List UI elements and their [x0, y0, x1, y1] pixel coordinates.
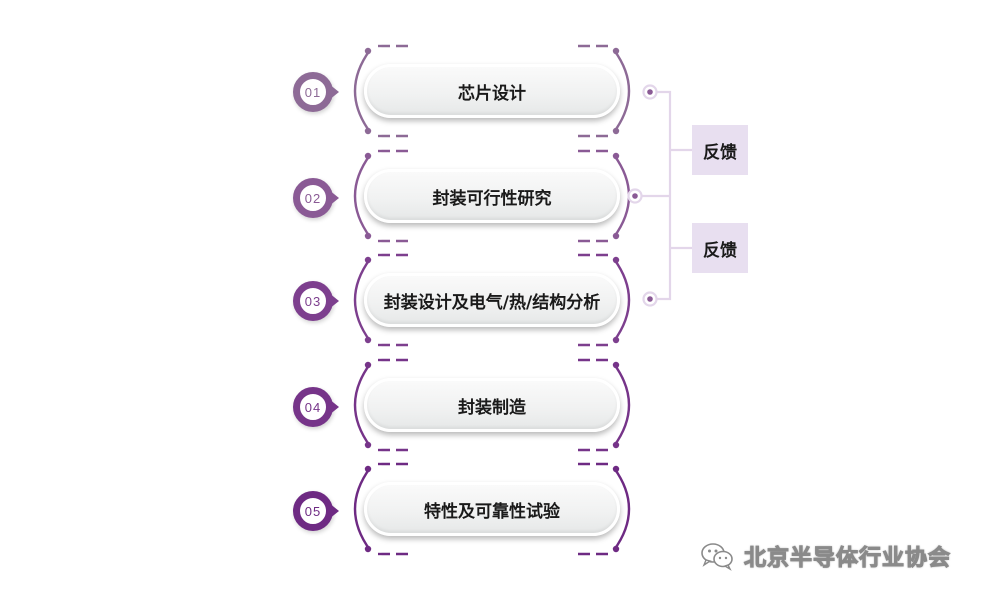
step-number: 02	[304, 190, 322, 206]
bracket-dot	[612, 545, 620, 553]
step-badge-04: 04	[293, 387, 341, 431]
step-pill-chip-design: 芯片设计	[364, 64, 620, 118]
connector-node-dot	[632, 193, 638, 199]
badge-circle: 05	[293, 491, 333, 531]
step-badge-01: 01	[293, 72, 341, 116]
bracket-dot	[612, 152, 620, 160]
step-label: 封装设计及电气/热/结构分析	[383, 292, 601, 313]
step-label: 封装可行性研究	[432, 188, 552, 209]
step-pill-package-design-analysis: 封装设计及电气/热/结构分析	[364, 273, 620, 327]
step-pill-package-manufacturing: 封装制造	[364, 378, 620, 432]
bracket-dot	[612, 256, 620, 264]
bracket-dot	[612, 47, 620, 55]
bracket-dot	[612, 127, 620, 135]
badge-pointer	[329, 399, 339, 415]
step-badge-05: 05	[293, 491, 341, 535]
bracket-right-arc	[613, 467, 631, 551]
bracket-dot	[364, 361, 372, 369]
bracket-left-arc	[353, 467, 371, 551]
badge-circle: 04	[293, 387, 333, 427]
step-badge-02: 02	[293, 178, 341, 222]
badge-circle: 01	[293, 72, 333, 112]
connector-node-dot	[647, 89, 653, 95]
bracket-right-arc	[613, 49, 631, 133]
badge-pointer	[329, 293, 339, 309]
feedback-box-2: 反馈	[692, 223, 748, 273]
bracket-dot	[612, 361, 620, 369]
step-number: 01	[304, 84, 322, 100]
step-number: 05	[304, 503, 322, 519]
badge-pointer	[329, 190, 339, 206]
step-label: 封装制造	[458, 397, 526, 418]
badge-circle: 03	[293, 281, 333, 321]
bracket-right-arc	[613, 363, 631, 447]
bracket-left-arc	[353, 154, 371, 238]
bracket-left-arc	[353, 258, 371, 342]
step-number: 04	[304, 399, 322, 415]
bracket-dot	[364, 336, 372, 344]
bracket-dot	[612, 441, 620, 449]
step-label: 芯片设计	[458, 83, 526, 104]
bracket-dot	[364, 465, 372, 473]
connector-node-dot	[647, 296, 653, 302]
watermark-text: 北京半导体行业协会	[743, 546, 952, 572]
step-badge-03: 03	[293, 281, 341, 325]
bracket-left-arc	[353, 363, 371, 447]
bracket-dot	[364, 232, 372, 240]
watermark: 北京半导体行业协会	[700, 538, 951, 574]
step-label: 特性及可靠性试验	[424, 501, 560, 522]
bracket-right-arc	[613, 258, 631, 342]
bracket-dot	[364, 47, 372, 55]
badge-circle: 02	[293, 178, 333, 218]
badge-pointer	[329, 503, 339, 519]
bracket-dot	[364, 152, 372, 160]
bracket-dot	[612, 232, 620, 240]
bracket-dot	[612, 336, 620, 344]
bracket-dot	[364, 256, 372, 264]
bracket-dot	[364, 127, 372, 135]
step-pill-feasibility-study: 封装可行性研究	[364, 169, 620, 223]
feedback-box-1: 反馈	[692, 125, 748, 175]
step-pill-reliability-testing: 特性及可靠性试验	[364, 482, 620, 536]
bracket-dot	[364, 441, 372, 449]
feedback-label: 反馈	[703, 240, 737, 261]
bracket-left-arc	[353, 49, 371, 133]
badge-pointer	[329, 84, 339, 100]
feedback-label: 反馈	[703, 142, 737, 163]
wechat-icon	[701, 543, 733, 571]
bracket-dot	[612, 465, 620, 473]
step-number: 03	[304, 293, 322, 309]
bracket-dot	[364, 545, 372, 553]
